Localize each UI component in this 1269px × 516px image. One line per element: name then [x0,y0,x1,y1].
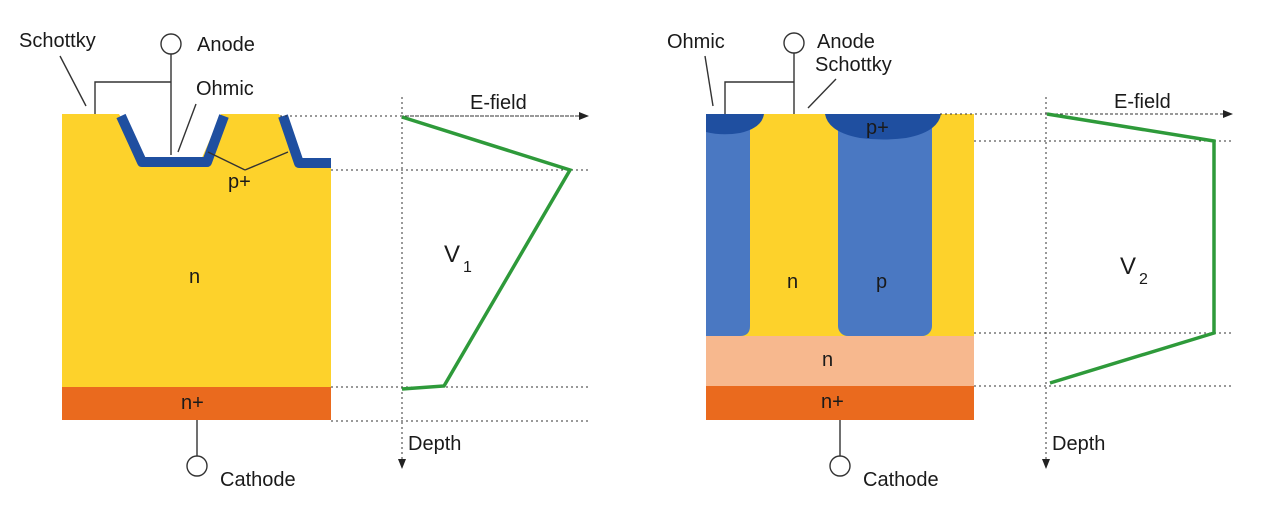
left-anode-wire [94,54,172,155]
left-cathode-terminal [186,455,208,477]
left-n-plus-region [62,387,331,420]
right-p-plus-center [825,114,941,140]
right-p-plus-left [706,114,764,135]
right-efield-profile [1046,112,1216,385]
right-p-pillar-left [706,114,750,336]
right-cathode-label: Cathode [863,469,939,491]
left-anode-terminal [160,33,182,55]
right-anode-wire [724,53,795,114]
left-p-plus-leader [207,151,289,171]
left-efield-profile [401,115,573,391]
right-n-plus-region [706,386,974,420]
left-ohmic-label: Ohmic [196,78,254,100]
left-cathode-label: Cathode [220,469,296,491]
right-p-label: p [876,271,887,293]
left-trench [119,114,331,160]
right-y-axis-label: Depth [1052,433,1105,455]
left-anode-label: Anode [197,34,255,56]
right-cathode-terminal [829,455,851,477]
right-ohmic-leader [704,55,714,107]
right-anode-label: Anode [817,31,875,53]
left-device: Schottky Anode Ohmic p+ n n+ Cathode [19,30,331,491]
right-n-lower-region [706,336,974,386]
left-x-axis-label: E-field [470,92,527,114]
right-n-plus-label: n+ [821,391,844,413]
right-p-pillar-center [838,114,932,336]
right-x-axis-label: E-field [1114,91,1171,113]
right-device: Ohmic Anode Schottky p+ n p n n+ Cathode [667,31,974,491]
right-anode-terminal [783,32,805,54]
left-p-plus-liner-2 [278,114,331,168]
left-p-plus-label: p+ [228,171,251,193]
left-y-axis-label: Depth [408,433,461,455]
right-n-lower-label: n [822,349,833,371]
right-p-plus-label: p+ [866,117,889,139]
left-ohmic-leader [177,103,197,153]
right-n-label: n [787,271,798,293]
left-n-plus-label: n+ [181,392,204,414]
left-schottky-leader [59,55,87,107]
right-ohmic-label: Ohmic [667,31,725,53]
left-schottky-label: Schottky [19,30,96,52]
left-n-label: n [189,266,200,288]
left-p-plus-liner [116,113,229,167]
right-schottky-leader [807,78,837,109]
right-schottky-label: Schottky [815,54,892,76]
